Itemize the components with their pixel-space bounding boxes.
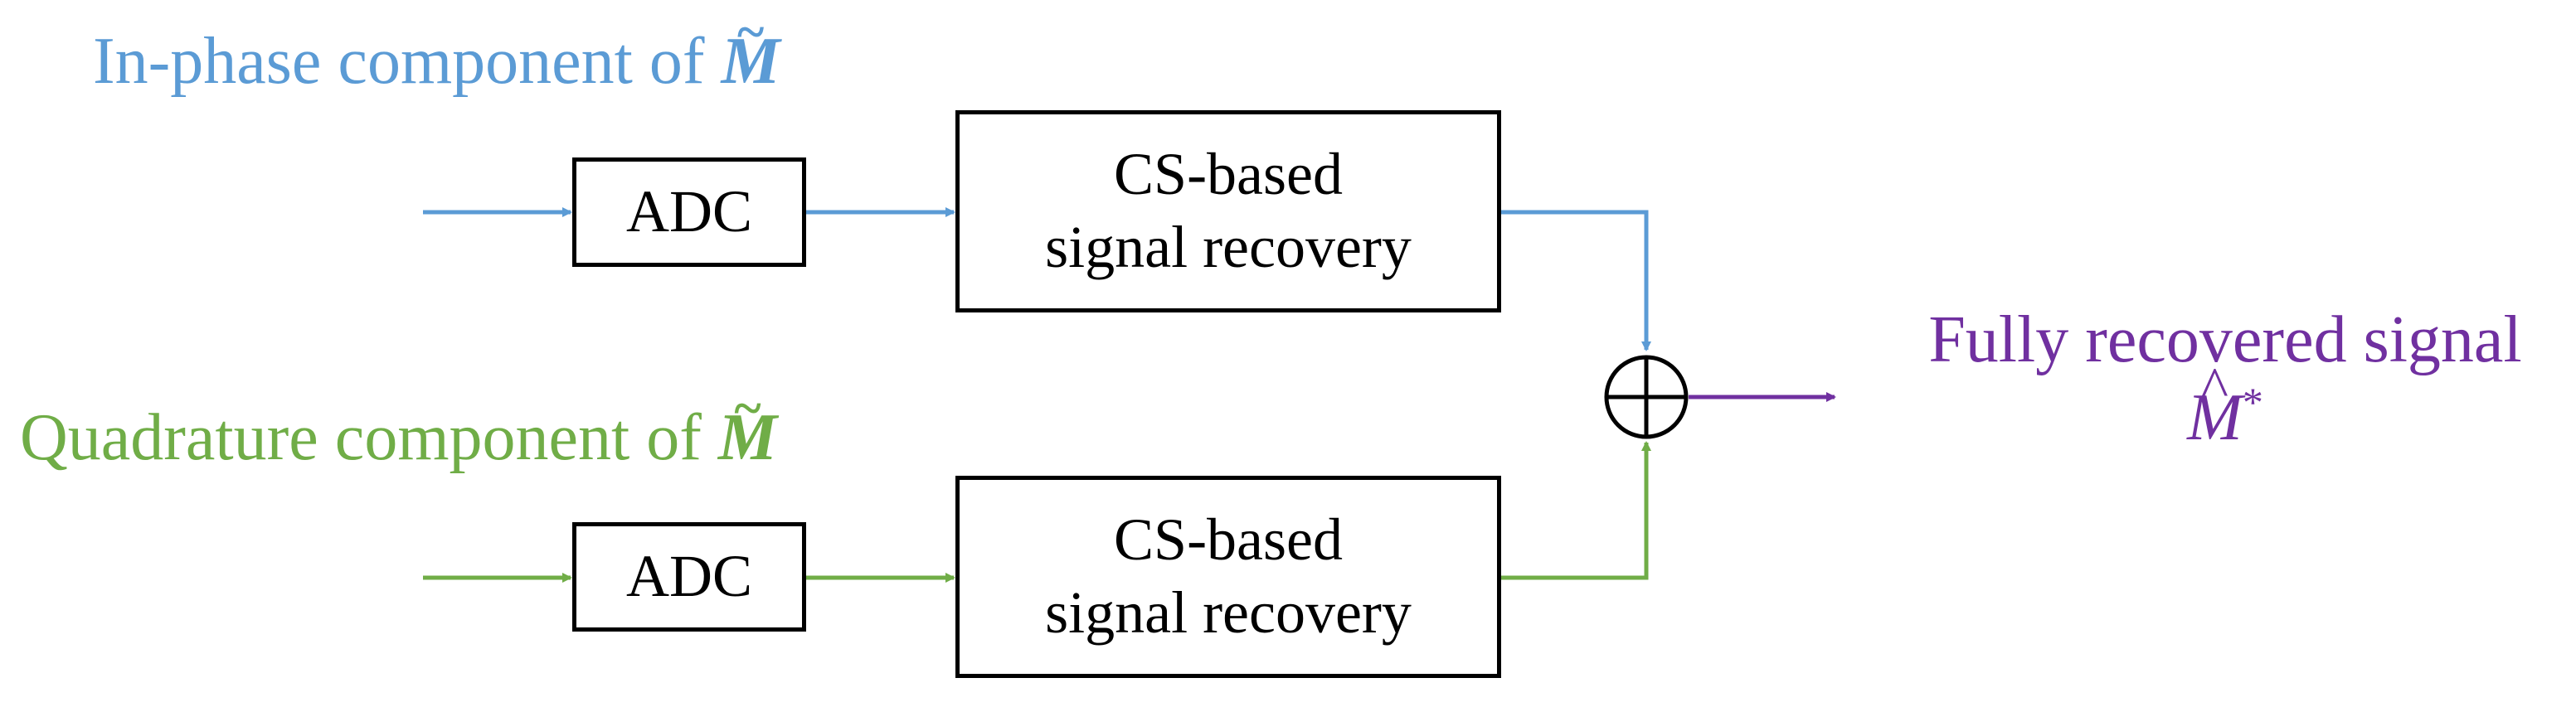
- cs-recovery-line1-inphase: CS-based: [1114, 141, 1343, 208]
- inphase-matrix-symbol: ~M: [722, 7, 780, 94]
- output-label: Fully recovered signal ^M*: [1889, 307, 2561, 451]
- inphase-label-text: In-phase component of: [93, 25, 722, 98]
- quadrature-label: Quadrature component of ~M: [20, 383, 778, 474]
- cs-recovery-block-inphase: CS-based signal recovery: [955, 110, 1501, 312]
- cs-recovery-line2-quadrature: signal recovery: [1045, 579, 1412, 646]
- inphase-label: In-phase component of ~M: [93, 7, 780, 94]
- output-symbol-base: M: [2187, 380, 2243, 454]
- quadrature-symbol-base: M: [717, 401, 778, 474]
- output-symbol-line: ^M*: [1889, 359, 2561, 451]
- quadrature-label-text: Quadrature component of: [20, 401, 718, 474]
- inphase-cs-to-adder-arrow: [1501, 210, 1651, 351]
- adc-block-inphase: ADC: [572, 157, 806, 267]
- adc-label-quadrature: ADC: [625, 543, 752, 610]
- output-symbol-superscript: *: [2242, 379, 2263, 425]
- adc-block-quadrature: ADC: [572, 522, 806, 632]
- quadrature-matrix-symbol: ~M: [717, 383, 778, 474]
- output-matrix-symbol: ^M: [2187, 359, 2243, 451]
- quadrature-tilde-accent: ~: [734, 380, 761, 437]
- cs-recovery-block-quadrature: CS-based signal recovery: [955, 476, 1501, 678]
- adc-label-inphase: ADC: [625, 178, 752, 245]
- inphase-symbol-base: M: [721, 25, 780, 98]
- adder-circled-plus-icon: [1604, 355, 1689, 439]
- inphase-tilde-accent: ~: [736, 4, 765, 61]
- cs-recovery-line1-quadrature: CS-based: [1114, 506, 1343, 574]
- cs-recovery-line2-inphase: signal recovery: [1045, 214, 1412, 280]
- output-hat-accent: ^: [2201, 356, 2228, 420]
- quadrature-cs-to-adder-arrow: [1501, 441, 1651, 580]
- output-label-line1: Fully recovered signal: [1928, 303, 2522, 376]
